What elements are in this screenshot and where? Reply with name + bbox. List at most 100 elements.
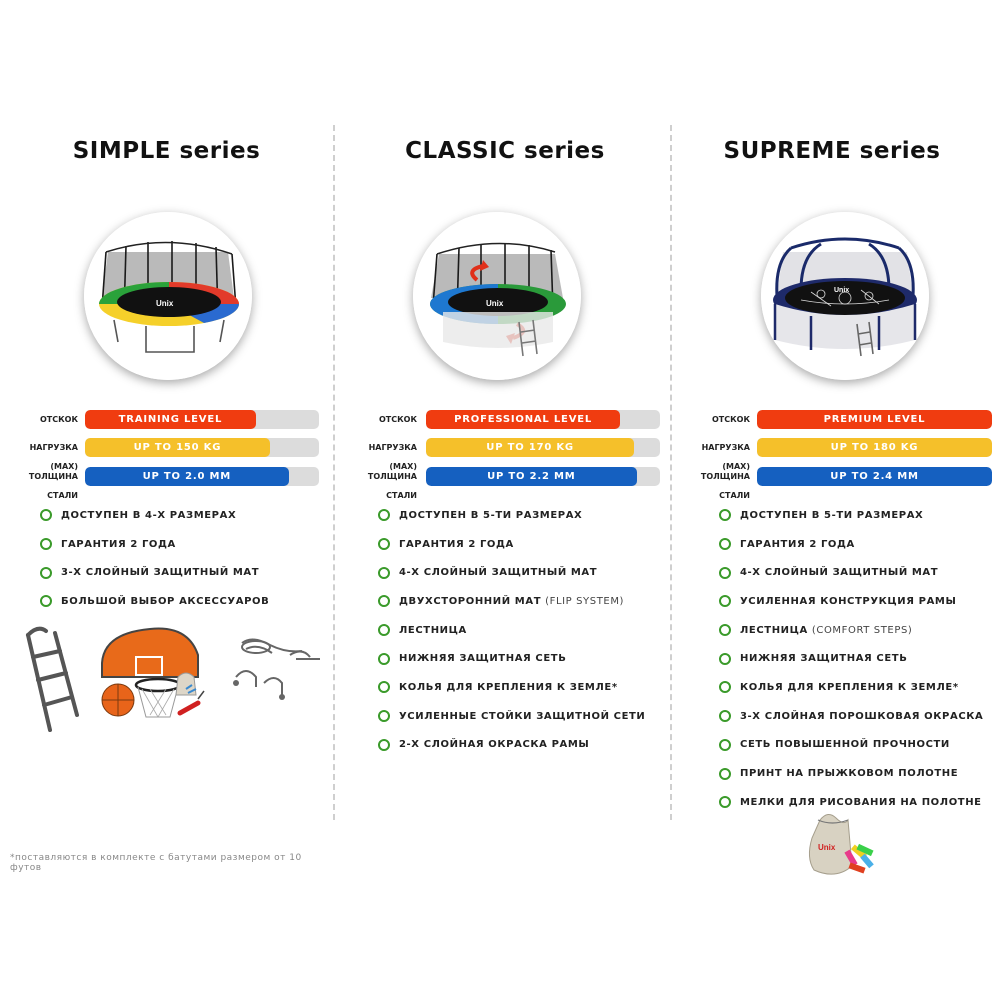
bar-value: UP TO 180 KG bbox=[830, 442, 919, 453]
steel-bar: ТОЛЩИНА СТАЛИ UP TO 2.4 MM bbox=[672, 467, 1000, 500]
feature-item: МЕЛКИ ДЛЯ РИСОВАНИЯ НА ПОЛОТНЕ bbox=[719, 788, 983, 817]
feature-item: ДОСТУПЕН В 5-ТИ РАЗМЕРАХ bbox=[719, 501, 983, 530]
bar-label: ОТСКОК bbox=[39, 415, 78, 424]
supreme-trampoline-photo: Unix bbox=[761, 212, 929, 380]
check-icon bbox=[378, 509, 390, 522]
classic-trampoline-photo: Unix bbox=[413, 212, 581, 380]
footnote: *поставляются в комплекте с батутами раз… bbox=[10, 853, 302, 873]
check-icon bbox=[40, 566, 52, 579]
bar-value: UP TO 2.4 MM bbox=[830, 471, 919, 482]
bar-value: UP TO 170 KG bbox=[486, 442, 574, 453]
bar-label: ОТСКОК bbox=[378, 415, 417, 424]
feature-item: КОЛЬЯ ДЛЯ КРЕПЛЕНИЯ К ЗЕМЛЕ* bbox=[719, 673, 983, 702]
check-icon bbox=[719, 624, 731, 637]
feature-item: ЛЕСТНИЦА bbox=[378, 616, 645, 645]
check-icon bbox=[378, 595, 390, 608]
feature-item: НИЖНЯЯ ЗАЩИТНАЯ СЕТЬ bbox=[719, 644, 983, 673]
bar-fill bbox=[757, 467, 992, 486]
bar-label: ТОЛЩИНА СТАЛИ bbox=[367, 472, 417, 500]
feature-item: СЕТЬ ПОВЫШЕННОЙ ПРОЧНОСТИ bbox=[719, 731, 983, 760]
feature-item: УСИЛЕННАЯ КОНСТРУКЦИЯ РАМЫ bbox=[719, 587, 983, 616]
feature-list: ДОСТУПЕН В 5-ТИ РАЗМЕРАХ ГАРАНТИЯ 2 ГОДА… bbox=[719, 501, 983, 817]
feature-item: ГАРАНТИЯ 2 ГОДА bbox=[378, 530, 645, 559]
mat-logo: Unix bbox=[834, 287, 849, 294]
bounce-bar: ОТСКОК PROFESSIONAL LEVEL bbox=[340, 410, 670, 429]
feature-item: 2-Х СЛОЙНАЯ ОКРАСКА РАМЫ bbox=[378, 731, 645, 760]
check-icon bbox=[378, 538, 390, 551]
mat-logo: Unix bbox=[156, 299, 174, 308]
check-icon bbox=[719, 652, 731, 665]
bar-value: UP TO 2.2 MM bbox=[487, 471, 576, 482]
feature-item: ЛЕСТНИЦА(COMFORT STEPS) bbox=[719, 616, 983, 645]
check-icon bbox=[719, 767, 731, 780]
check-icon bbox=[719, 538, 731, 551]
series-title: SUPREME series bbox=[723, 138, 941, 164]
check-icon bbox=[378, 652, 390, 665]
feature-item: КОЛЬЯ ДЛЯ КРЕПЛЕНИЯ К ЗЕМЛЕ* bbox=[378, 673, 645, 702]
load-bar: НАГРУЗКА (MAX) UP TO 170 KG bbox=[340, 438, 670, 471]
bar-label: НАГРУЗКА (MAX) bbox=[29, 443, 78, 471]
bar-value: UP TO 2.0 MM bbox=[142, 471, 231, 482]
check-icon bbox=[378, 738, 390, 751]
bar-value: PREMIUM LEVEL bbox=[823, 414, 926, 425]
bounce-bar: ОТСКОК PREMIUM LEVEL bbox=[672, 410, 1000, 429]
accessories-illustration bbox=[26, 626, 320, 732]
bar-fill bbox=[426, 438, 635, 457]
feature-item: ПРИНТ НА ПРЫЖКОВОМ ПОЛОТНЕ bbox=[719, 759, 983, 788]
feature-note: (FLIP SYSTEM) bbox=[545, 595, 625, 607]
chalk-bag-illustration: Unix bbox=[808, 814, 874, 875]
bounce-bar: ОТСКОК TRAINING LEVEL bbox=[0, 410, 333, 429]
feature-note: (COMFORT STEPS) bbox=[811, 624, 913, 636]
feature-item: ДВУХСТОРОННИЙ МАТ(FLIP SYSTEM) bbox=[378, 587, 645, 616]
bar-fill bbox=[85, 438, 270, 457]
steel-bar: ТОЛЩИНА СТАЛИ UP TO 2.0 MM bbox=[0, 467, 333, 500]
check-icon bbox=[719, 710, 731, 723]
feature-list: ДОСТУПЕН В 4-Х РАЗМЕРАХ ГАРАНТИЯ 2 ГОДА … bbox=[40, 501, 269, 616]
bar-fill bbox=[85, 467, 289, 486]
feature-list: ДОСТУПЕН В 5-ТИ РАЗМЕРАХ ГАРАНТИЯ 2 ГОДА… bbox=[378, 501, 645, 759]
bar-value: UP TO 150 KG bbox=[133, 442, 222, 453]
check-icon bbox=[719, 595, 731, 608]
bar-fill bbox=[757, 438, 992, 457]
feature-item: ГАРАНТИЯ 2 ГОДА bbox=[719, 530, 983, 559]
series-title: SIMPLE series bbox=[72, 138, 261, 164]
bar-fill bbox=[757, 410, 992, 429]
check-icon bbox=[719, 681, 731, 694]
feature-item: 3-Х СЛОЙНЫЙ ЗАЩИТНЫЙ МАТ bbox=[40, 558, 269, 587]
bar-fill bbox=[426, 410, 621, 429]
simple-trampoline-photo: Unix bbox=[84, 212, 252, 380]
feature-item: 4-Х СЛОЙНЫЙ ЗАЩИТНЫЙ МАТ bbox=[719, 558, 983, 587]
steel-bar: ТОЛЩИНА СТАЛИ UP TO 2.2 MM bbox=[340, 467, 670, 500]
series-title: CLASSIC series bbox=[405, 138, 605, 164]
load-bar: НАГРУЗКА (MAX) UP TO 180 KG bbox=[672, 438, 1000, 471]
load-bar: НАГРУЗКА (MAX) UP TO 150 KG bbox=[0, 438, 333, 471]
feature-item: ДОСТУПЕН В 5-ТИ РАЗМЕРАХ bbox=[378, 501, 645, 530]
check-icon bbox=[719, 566, 731, 579]
check-icon bbox=[378, 710, 390, 723]
feature-item: ГАРАНТИЯ 2 ГОДА bbox=[40, 530, 269, 559]
check-icon bbox=[378, 624, 390, 637]
check-icon bbox=[378, 681, 390, 694]
check-icon bbox=[719, 738, 731, 751]
bar-label: НАГРУЗКА (MAX) bbox=[701, 443, 750, 471]
simple-series-column: SIMPLE series Unix bbox=[0, 0, 333, 1000]
bar-value: TRAINING LEVEL bbox=[118, 414, 223, 425]
bar-value: PROFESSIONAL LEVEL bbox=[454, 414, 593, 425]
bar-label: НАГРУЗКА (MAX) bbox=[368, 443, 417, 471]
bar-label: ТОЛЩИНА СТАЛИ bbox=[700, 472, 750, 500]
bar-fill bbox=[85, 410, 256, 429]
column-divider-left bbox=[333, 125, 335, 820]
check-icon bbox=[719, 796, 731, 809]
supreme-series-column: SUPREME series Unix О bbox=[672, 0, 1000, 1000]
feature-item: НИЖНЯЯ ЗАЩИТНАЯ СЕТЬ bbox=[378, 644, 645, 673]
bar-label: ОТСКОК bbox=[711, 415, 750, 424]
bag-logo: Unix bbox=[818, 843, 836, 852]
feature-item: 4-Х СЛОЙНЫЙ ЗАЩИТНЫЙ МАТ bbox=[378, 558, 645, 587]
feature-item: ДОСТУПЕН В 4-Х РАЗМЕРАХ bbox=[40, 501, 269, 530]
check-icon bbox=[40, 509, 52, 522]
bar-fill bbox=[426, 467, 637, 486]
check-icon bbox=[378, 566, 390, 579]
mat-logo: Unix bbox=[486, 299, 504, 308]
feature-item: 3-Х СЛОЙНАЯ ПОРОШКОВАЯ ОКРАСКА bbox=[719, 702, 983, 731]
bar-label: ТОЛЩИНА СТАЛИ bbox=[28, 472, 78, 500]
